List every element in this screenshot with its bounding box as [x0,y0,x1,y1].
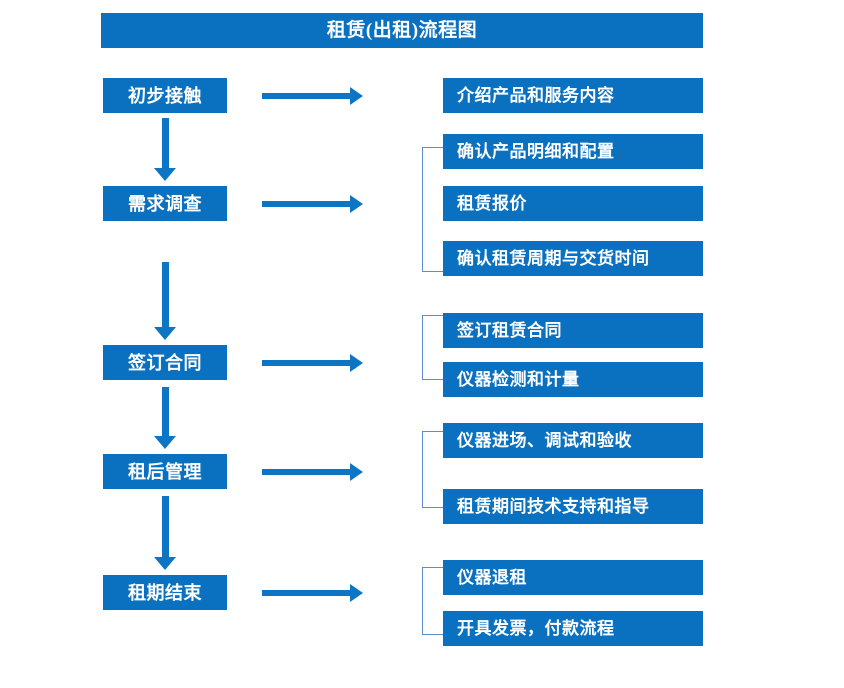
vertical-arrow-3 [154,387,176,449]
detail-box-kaiju-fapiao-fukuan[interactable]: 开具发票，付款流程 [443,611,703,646]
detail-box-queren-zulin-zhouqi[interactable]: 确认租赁周期与交货时间 [443,241,703,276]
flowchart-title: 租赁(出租)流程图 [101,13,703,48]
bracket-group-qianding-hetong [422,315,443,380]
stage-box-qianding-hetong[interactable]: 签订合同 [103,345,227,380]
detail-box-jieshao-chanpin-fuwu[interactable]: 介绍产品和服务内容 [443,78,703,113]
detail-box-yiqi-tuizu[interactable]: 仪器退租 [443,560,703,595]
horizontal-arrow-3 [262,354,363,372]
detail-box-zulin-baojia[interactable]: 租赁报价 [443,186,703,221]
vertical-arrow-2 [154,262,176,340]
detail-box-yiqi-jiance-jiliang[interactable]: 仪器检测和计量 [443,362,703,397]
vertical-arrow-4 [154,496,176,570]
stage-box-chubu-jiechu[interactable]: 初步接触 [103,78,227,113]
bracket-group-zuqi-jieshu [422,567,443,635]
bracket-group-xuqiu-diaocha [422,147,443,272]
vertical-arrow-1 [154,118,176,181]
horizontal-arrow-2 [262,195,363,213]
stage-box-xuqiu-diaocha[interactable]: 需求调查 [103,186,227,221]
detail-box-zulin-qijian-jishu-zhichi[interactable]: 租赁期间技术支持和指导 [443,489,703,524]
horizontal-arrow-1 [262,87,363,105]
stage-box-zuhou-guanli[interactable]: 租后管理 [103,454,227,489]
detail-box-yiqi-jinchang-tiaoshi[interactable]: 仪器进场、调试和验收 [443,423,703,458]
detail-box-queren-chanpin-mingxi[interactable]: 确认产品明细和配置 [443,134,703,169]
stage-box-zuqi-jieshu[interactable]: 租期结束 [103,575,227,610]
bracket-group-zuhou-guanli [422,431,443,508]
horizontal-arrow-5 [262,584,363,602]
detail-box-qianding-zulin-hetong[interactable]: 签订租赁合同 [443,313,703,348]
horizontal-arrow-4 [262,463,363,481]
